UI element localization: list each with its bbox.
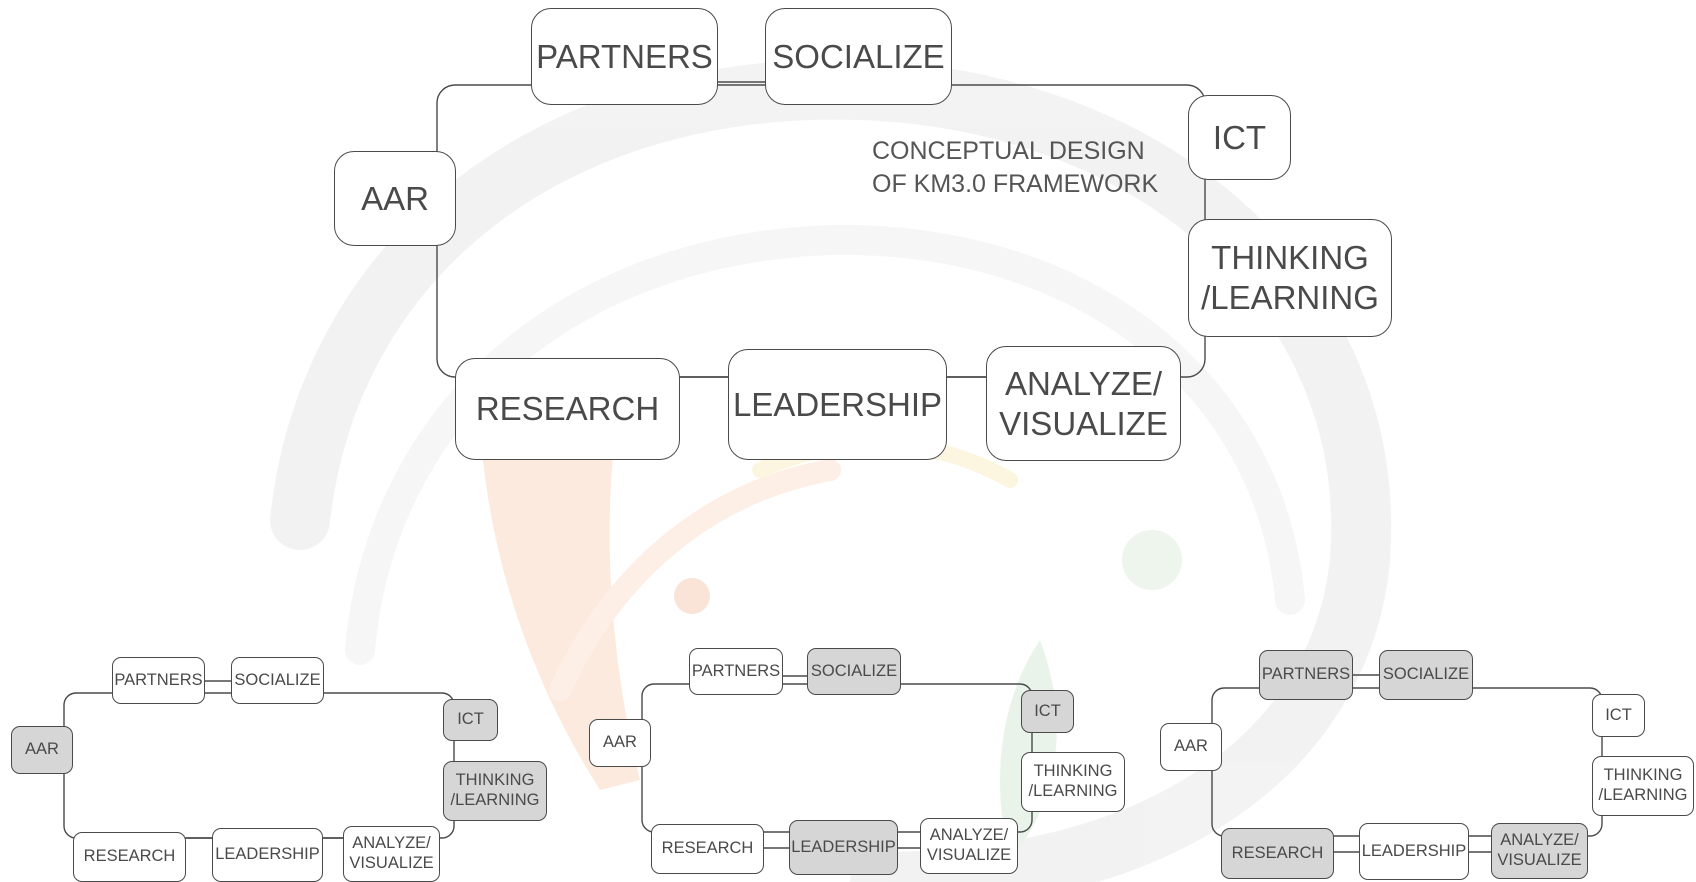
watermark-gray-swirl — [270, 59, 1392, 882]
mini2-node-aar: AAR — [589, 719, 651, 767]
mini1-node-thinking-learning: THINKING /LEARNING — [443, 761, 547, 821]
node-analyze-visualize: ANALYZE/ VISUALIZE — [986, 346, 1181, 461]
mini1-node-research: RESEARCH — [73, 832, 186, 882]
main-loop — [436, 84, 1206, 378]
mini-loop-2 — [641, 683, 1033, 833]
mini1-node-analyze-visualize: ANALYZE/ VISUALIZE — [343, 826, 440, 882]
mini-loop-3 — [1211, 687, 1603, 837]
node-socialize: SOCIALIZE — [765, 8, 952, 105]
node-aar: AAR — [334, 151, 456, 246]
mini2-node-partners: PARTNERS — [689, 648, 783, 695]
mini2-node-leadership: LEADERSHIP — [789, 820, 898, 875]
diagram-title: CONCEPTUAL DESIGN OF KM3.0 FRAMEWORK — [872, 137, 1159, 198]
mini2-node-socialize: SOCIALIZE — [807, 648, 901, 695]
watermark-green-dot — [1122, 530, 1182, 590]
mini3-node-ict: ICT — [1592, 694, 1645, 737]
watermark-gray-inner — [345, 224, 1305, 665]
node-leadership: LEADERSHIP — [728, 349, 947, 460]
mini2-node-thinking-learning: THINKING /LEARNING — [1021, 752, 1125, 812]
mini3-node-analyze-visualize: ANALYZE/ VISUALIZE — [1491, 823, 1588, 879]
mini3-node-aar: AAR — [1160, 723, 1222, 771]
mini3-node-leadership: LEADERSHIP — [1359, 823, 1469, 880]
mini2-node-ict: ICT — [1021, 690, 1074, 733]
mini3-node-partners: PARTNERS — [1259, 650, 1353, 700]
mini1-node-socialize: SOCIALIZE — [231, 657, 324, 704]
mini1-node-ict: ICT — [443, 699, 498, 741]
watermark-orange-dot — [674, 578, 710, 614]
node-ict: ICT — [1188, 95, 1291, 180]
mini3-node-socialize: SOCIALIZE — [1379, 650, 1473, 700]
node-research: RESEARCH — [455, 358, 680, 460]
node-partners: PARTNERS — [531, 8, 718, 105]
mini1-node-aar: AAR — [11, 726, 73, 774]
mini-loop-1 — [63, 692, 455, 839]
mini1-node-partners: PARTNERS — [112, 657, 205, 704]
watermark-orange-swoosh — [480, 400, 640, 790]
mini2-node-analyze-visualize: ANALYZE/ VISUALIZE — [920, 818, 1018, 874]
mini1-node-leadership: LEADERSHIP — [212, 828, 323, 882]
mini3-node-research: RESEARCH — [1221, 828, 1334, 879]
watermark-orange-arc — [549, 459, 841, 701]
mini2-node-research: RESEARCH — [651, 824, 764, 874]
node-thinking-learning: THINKING /LEARNING — [1188, 219, 1392, 337]
mini3-node-thinking-learning: THINKING /LEARNING — [1592, 756, 1694, 816]
